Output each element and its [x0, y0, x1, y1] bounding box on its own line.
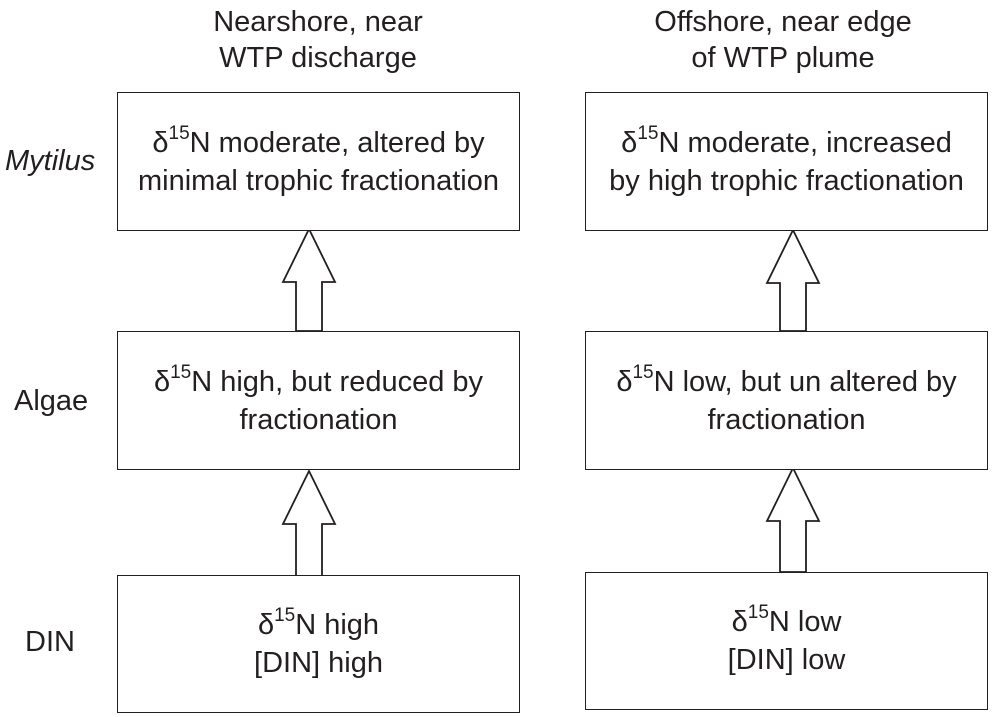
box-text: N moderate, increased	[658, 126, 952, 159]
box-line-1: δ15N moderate, increased	[621, 124, 952, 162]
column-title-line: WTP discharge	[219, 42, 417, 74]
box-line-1: δ15N high, but reduced by	[154, 363, 483, 401]
box-line-1: δ15N low, but un altered by	[616, 363, 956, 401]
box-offshore-algae: δ15N low, but un altered by fractionatio…	[585, 331, 988, 470]
delta-symbol: δ	[257, 609, 275, 641]
isotope-superscript: 15	[274, 605, 296, 627]
up-arrow-icon	[765, 227, 821, 332]
delta-symbol: δ	[731, 606, 748, 638]
box-text: N low, but un altered by	[653, 365, 957, 398]
box-line-1: δ15N high	[258, 606, 379, 644]
box-text: N low	[768, 606, 842, 638]
row-label-din: DIN	[25, 626, 75, 658]
column-title-line: Offshore, near edge	[654, 6, 912, 38]
up-arrow-icon	[765, 465, 821, 573]
isotope-superscript: 15	[637, 122, 659, 144]
row-label-algae: Algae	[14, 385, 89, 417]
column-title-line: Nearshore, near	[213, 6, 423, 38]
delta-symbol: δ	[621, 126, 638, 159]
box-line-2: minimal trophic fractionation	[137, 164, 500, 197]
isotope-superscript: 15	[170, 361, 192, 383]
box-text: N moderate, altered by	[189, 126, 485, 159]
column-title-line: of WTP plume	[691, 42, 875, 74]
box-text: N high, but reduced by	[191, 365, 484, 398]
box-offshore-din: δ15N low [DIN] low	[585, 572, 988, 710]
box-line-1: δ15N moderate, altered by	[152, 124, 484, 162]
box-line-1: δ15N low	[732, 603, 842, 641]
box-text: N high	[295, 609, 380, 641]
up-arrow-icon	[281, 468, 337, 577]
up-arrow-icon	[281, 226, 337, 332]
box-line-2: [DIN] high	[254, 647, 383, 679]
box-line-2: fractionation	[239, 403, 398, 436]
box-line-2: [DIN] low	[727, 644, 846, 676]
box-offshore-mytilus: δ15N moderate, increased by high trophic…	[585, 92, 988, 231]
box-line-2: by high trophic fractionation	[609, 164, 964, 197]
column-title-nearshore: Nearshore, near WTP discharge	[108, 4, 528, 76]
box-nearshore-mytilus: δ15N moderate, altered by minimal trophi…	[117, 92, 520, 231]
isotope-superscript: 15	[632, 361, 654, 383]
delta-symbol: δ	[152, 126, 169, 159]
box-line-2: fractionation	[707, 403, 866, 436]
row-label-mytilus: Mytilus	[5, 145, 96, 177]
box-nearshore-din: δ15N high [DIN] high	[117, 575, 520, 713]
delta-symbol: δ	[153, 365, 171, 398]
isotope-superscript: 15	[168, 122, 190, 144]
isotope-superscript: 15	[747, 602, 769, 624]
box-nearshore-algae: δ15N high, but reduced by fractionation	[117, 331, 520, 470]
delta-symbol: δ	[616, 365, 633, 398]
column-title-offshore: Offshore, near edge of WTP plume	[573, 4, 992, 76]
